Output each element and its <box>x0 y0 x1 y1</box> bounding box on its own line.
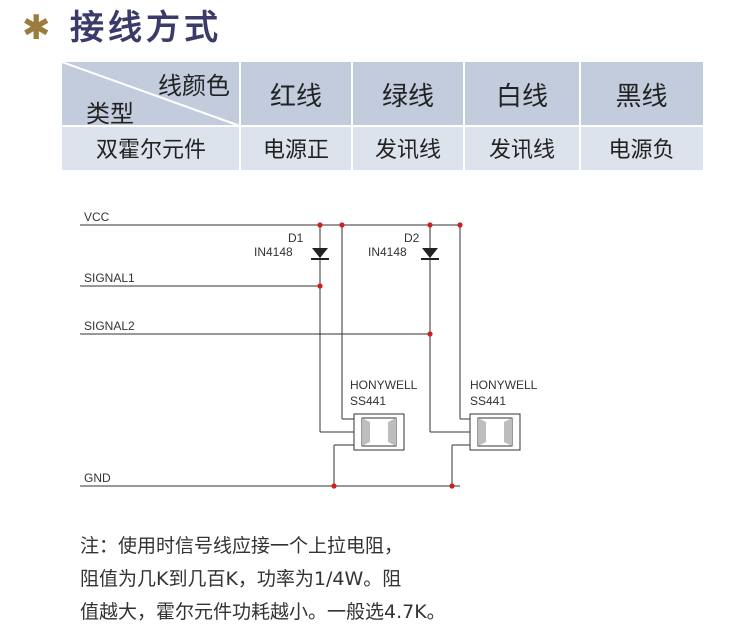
column-header-red: 红线 <box>269 81 322 112</box>
net-label-gnd: GND <box>84 471 111 485</box>
sensor2-body <box>469 413 521 451</box>
column-divider <box>463 62 465 170</box>
sensor2-model-label: SS441 <box>470 394 506 408</box>
junction-dots <box>317 222 463 489</box>
d2-ref-label: D2 <box>404 231 420 245</box>
cell-black: 电源负 <box>608 138 675 163</box>
d1-part-label: IN4148 <box>254 245 293 259</box>
diode-d2 <box>421 248 439 260</box>
column-header-green: 绿线 <box>381 81 434 112</box>
sensor1-body <box>353 413 405 451</box>
sensor2-brand-label: HONYWELL <box>470 378 538 392</box>
cell-green: 发讯线 <box>374 138 441 163</box>
note-line: 值越大，霍尔元件功耗越小。一般选4.7K。 <box>80 601 446 623</box>
net-label-vcc: VCC <box>84 210 110 224</box>
table-row <box>62 126 703 170</box>
cell-red: 电源正 <box>262 138 329 163</box>
column-header-white: 白线 <box>495 81 548 112</box>
d1-ref-label: D1 <box>288 231 304 245</box>
header-diagonal <box>62 62 240 126</box>
cell-white: 发讯线 <box>488 138 555 163</box>
asterisk-icon: ✱ <box>22 8 51 48</box>
note-line: 阻值为几K到几百K，功率为1/4W。阻 <box>80 568 402 590</box>
sensor1-model-label: SS441 <box>350 394 386 408</box>
column-divider <box>351 62 353 170</box>
column-divider <box>579 62 581 170</box>
section-header: ✱ 接线方式 <box>22 4 222 52</box>
sensor1-brand-label: HONYWELL <box>350 378 418 392</box>
header-wire-color-label: 线颜色 <box>158 72 230 100</box>
row-label-dual-hall: 双霍尔元件 <box>95 138 206 163</box>
column-divider <box>239 62 241 170</box>
column-header-black: 黑线 <box>615 81 668 112</box>
header-type-label: 类型 <box>86 100 134 128</box>
wiring-schematic: VCC SIGNAL1 SIGNAL2 GND D1 IN4148 D2 IN4… <box>80 210 538 489</box>
section-title: 接线方式 <box>70 8 222 48</box>
d2-part-label: IN4148 <box>368 245 407 259</box>
row-divider <box>62 125 703 127</box>
wire-color-table: 线颜色 类型 红线 绿线 白线 黑线 双霍尔元件 电源正 发讯线 发讯线 电源负 <box>62 62 703 170</box>
net-label-signal2: SIGNAL2 <box>84 319 135 333</box>
net-label-signal1: SIGNAL1 <box>84 271 135 285</box>
pull-up-resistor-note: 注：使用时信号线应接一个上拉电阻， 阻值为几K到几百K，功率为1/4W。阻 值越… <box>80 530 740 629</box>
table-header-row <box>62 62 703 126</box>
diode-d1 <box>311 248 329 260</box>
note-line: 注：使用时信号线应接一个上拉电阻， <box>80 535 404 557</box>
